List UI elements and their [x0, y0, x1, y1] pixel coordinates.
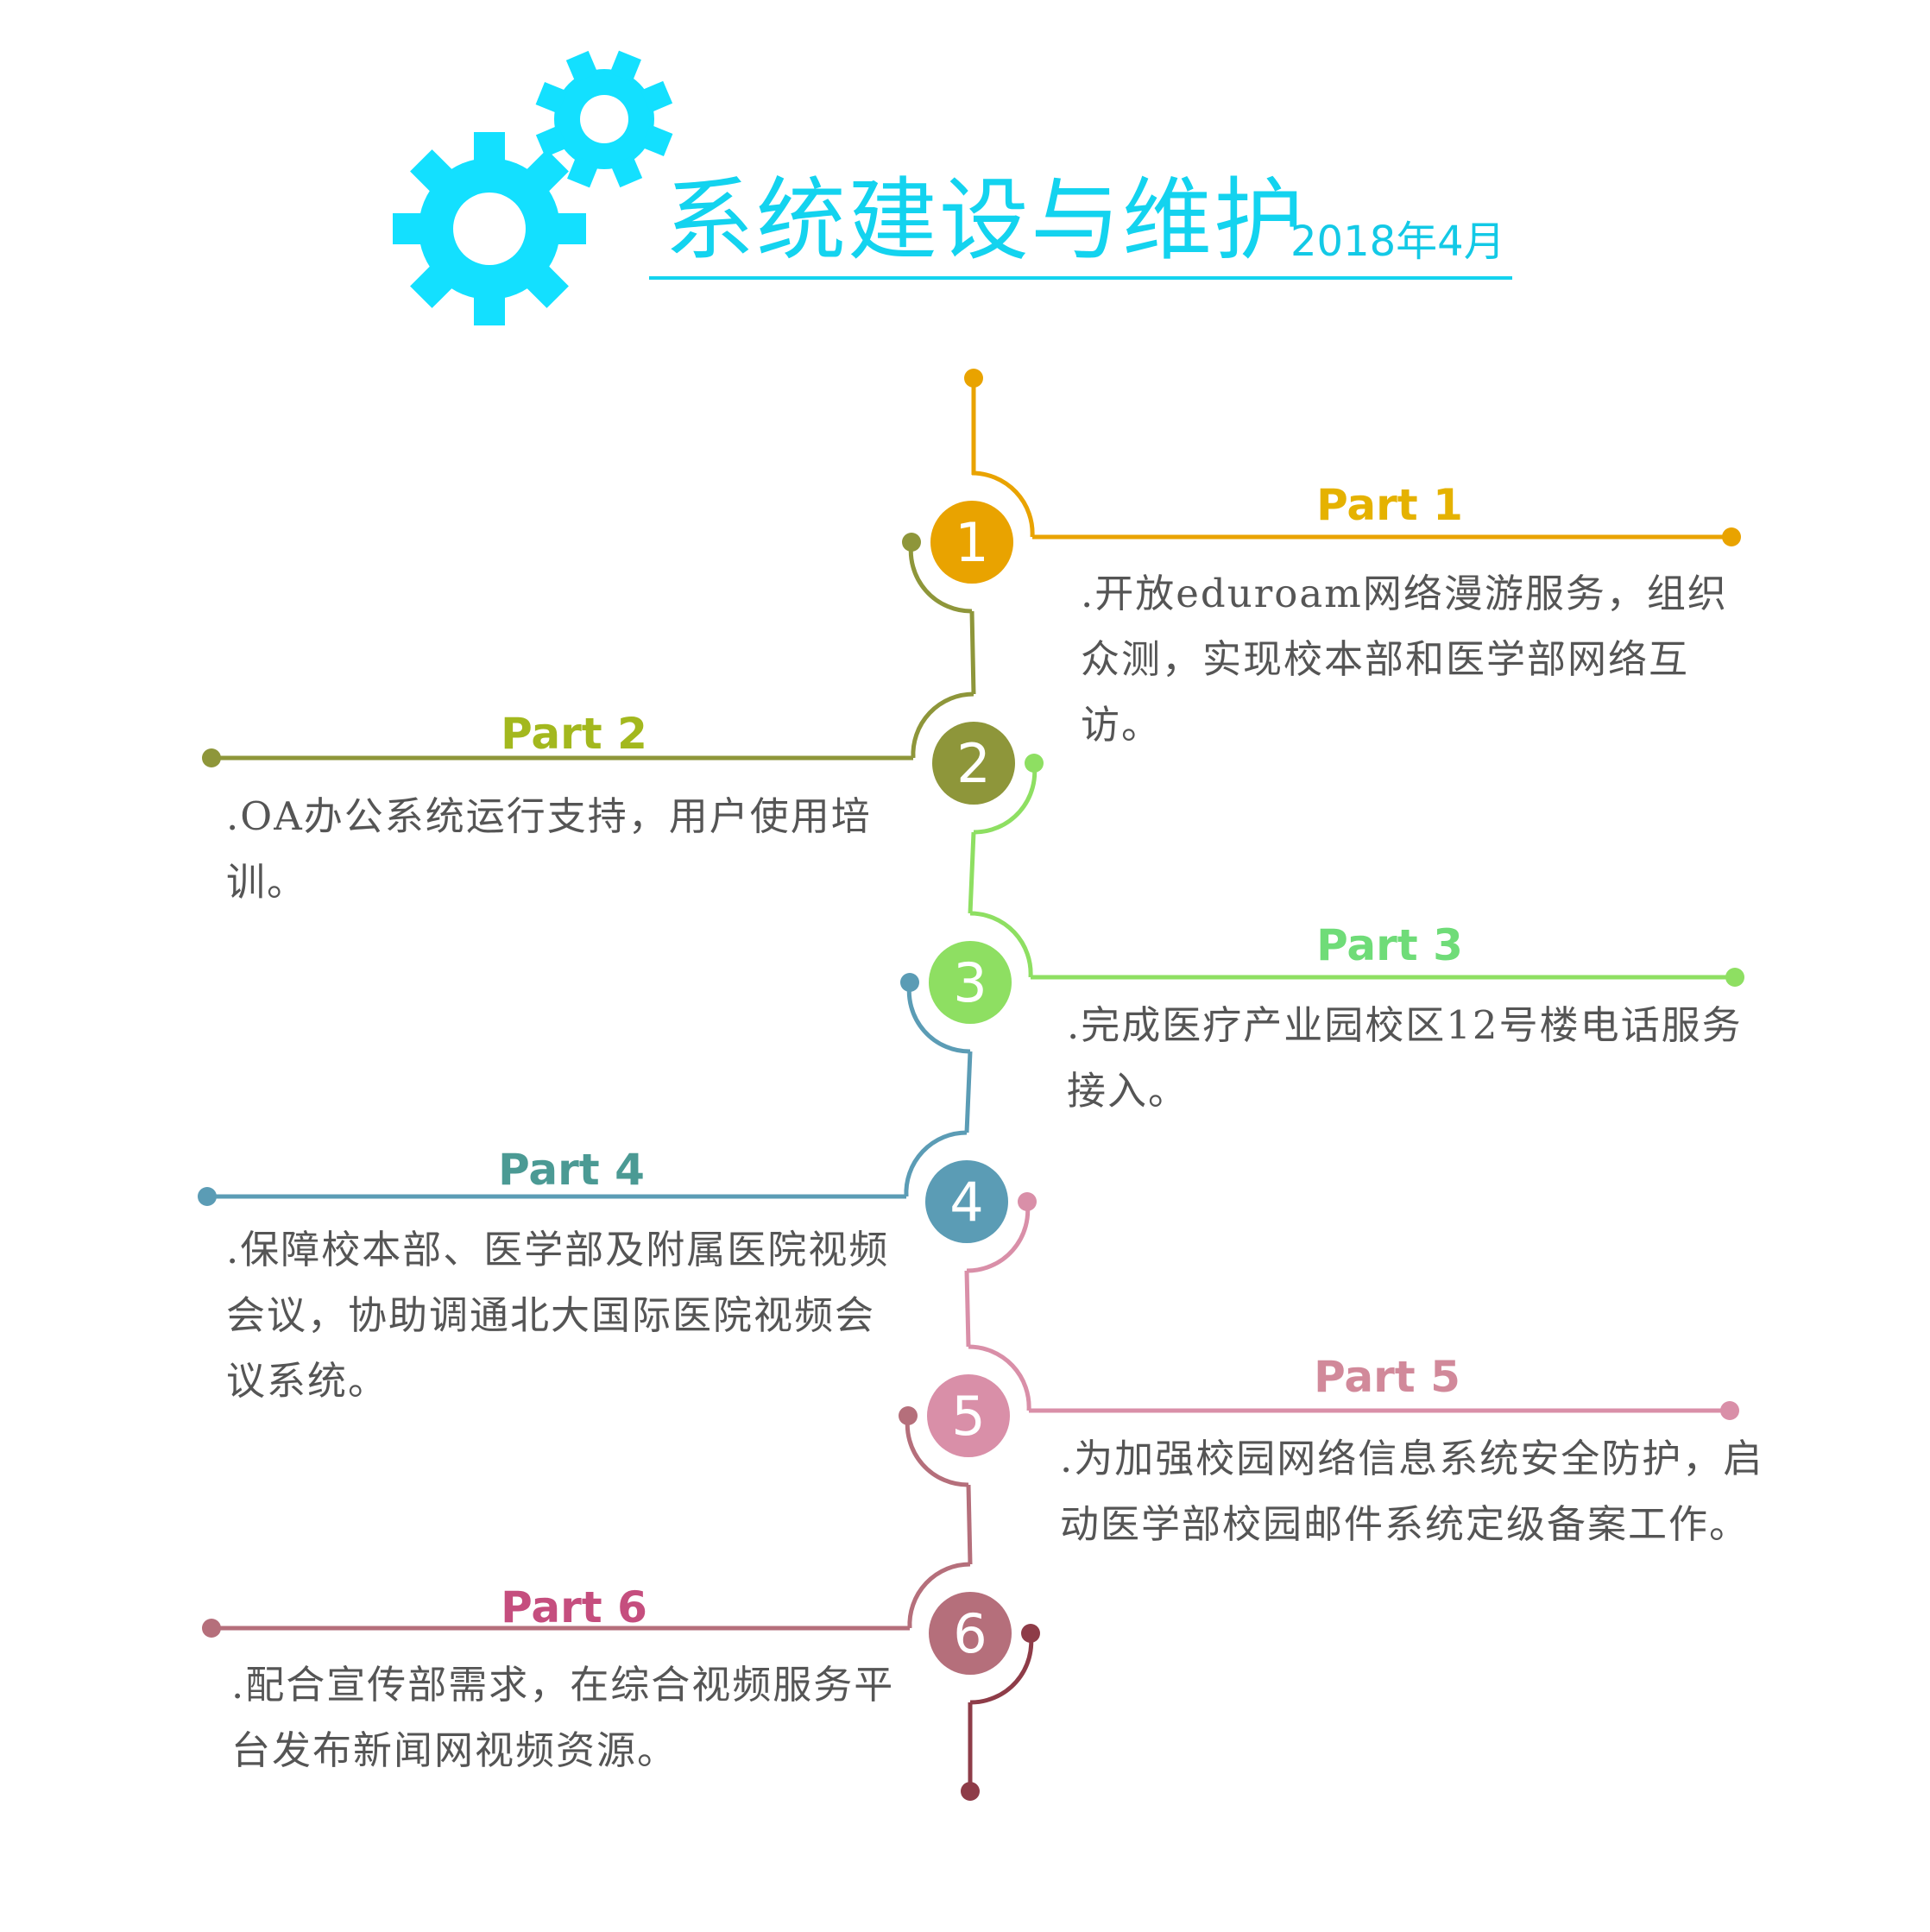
step-3-arc-top [969, 911, 1033, 978]
step-1-label: Part 1 [1316, 480, 1463, 530]
gear-tooth [567, 155, 599, 188]
gear-tooth [640, 80, 673, 113]
gear-tooth [474, 294, 505, 325]
step-6-arc-bottom [969, 1632, 1034, 1705]
step-4-label: Part 4 [498, 1145, 645, 1195]
step-3-end-dot [1725, 968, 1744, 987]
page-date: 2018年4月 [1290, 218, 1505, 266]
gear-tooth [640, 124, 673, 156]
step-2-connector [968, 831, 976, 914]
step-6-label: Part 6 [501, 1582, 647, 1632]
step-5-label: Part 5 [1314, 1352, 1460, 1402]
step-2-arc-top [911, 691, 974, 759]
step-3-connector [964, 1051, 973, 1133]
step-2-node [932, 722, 1015, 805]
step-5-end-dot [1720, 1401, 1739, 1420]
gear-tooth [410, 149, 454, 193]
step-6-description: .配合宣传部需求，在综合视频服务平台发布新闻网视频资源。 [231, 1662, 895, 1773]
step-4-arc-bottom [966, 1201, 1031, 1273]
step-2-end-dot [202, 748, 221, 767]
gear-tooth [555, 213, 586, 244]
step-5-connector [966, 1484, 973, 1565]
step-1-number: 1 [955, 511, 988, 574]
step-5-arc-bottom [905, 1415, 969, 1487]
step-2-number: 2 [956, 732, 990, 795]
step-4-description: .保障校本部、医学部及附属医院视频会议，协助调通北大国际医院视频会议系统。 [226, 1227, 890, 1404]
step-1-side-dot [902, 533, 921, 552]
gear-icon-small [535, 50, 673, 188]
gear-tooth [474, 132, 505, 163]
step-6-arc-top [907, 1562, 971, 1629]
gear-icon-large [393, 132, 586, 325]
step-2-description: .OA办公系统运行支持，用户使用培训。 [226, 793, 872, 905]
step-3-node [929, 941, 1012, 1024]
step-3-side-dot [900, 973, 919, 992]
step-5-number: 5 [951, 1385, 985, 1448]
timeline-segments [198, 369, 1744, 1801]
step-3-number: 3 [953, 951, 987, 1014]
step-1-connector [969, 610, 976, 695]
step-6-node [929, 1592, 1012, 1675]
gear-tooth [610, 155, 643, 188]
step-5-node [927, 1374, 1010, 1457]
step-4-node [925, 1160, 1008, 1243]
timeline-start-dot [964, 369, 983, 388]
step-3-arc-bottom [906, 982, 971, 1054]
step-5-side-dot [899, 1406, 918, 1425]
step-5-description: .为加强校园网络信息系统安全防护，启动医学部校园邮件系统定级备案工作。 [1060, 1436, 1764, 1547]
timeline-end-dot [961, 1782, 980, 1801]
step-6-side-dot [1021, 1624, 1040, 1643]
step-4-end-dot [198, 1187, 217, 1206]
gear-tooth [565, 50, 598, 83]
step-2-label: Part 2 [501, 709, 647, 759]
gear-tooth [410, 264, 454, 308]
step-3-label: Part 3 [1316, 920, 1463, 970]
step-6-end-dot [202, 1619, 221, 1638]
step-5-arc-top [968, 1344, 1031, 1411]
step-6-number: 6 [953, 1602, 987, 1665]
timeline-nodes: 1 2 3 4 5 6 [925, 501, 1015, 1675]
page-title: 系统建设与维护 [665, 167, 1306, 273]
gear-tooth [609, 50, 641, 83]
step-2-arc-bottom [973, 762, 1038, 835]
gear-hole [453, 193, 526, 265]
step-4-arc-top [904, 1130, 968, 1197]
gear-hole [580, 95, 628, 143]
gear-tooth [535, 82, 568, 114]
step-1-node [930, 501, 1013, 584]
step-2-side-dot [1025, 754, 1044, 773]
gear-tooth [535, 125, 568, 158]
step-1-end-dot [1722, 527, 1741, 546]
gear-tooth [393, 213, 424, 244]
step-4-side-dot [1018, 1192, 1037, 1211]
step-1-arc-bottom [908, 541, 973, 614]
step-4-connector [964, 1270, 971, 1348]
step-4-number: 4 [949, 1171, 983, 1234]
step-3-description: .完成医疗产业园校区12号楼电话服务接入。 [1067, 1002, 1743, 1114]
step-1-arc-top [971, 470, 1035, 538]
step-1-description: .开放eduroam网络漫游服务，组织众测，实现校本部和医学部网络互访。 [1081, 571, 1728, 748]
